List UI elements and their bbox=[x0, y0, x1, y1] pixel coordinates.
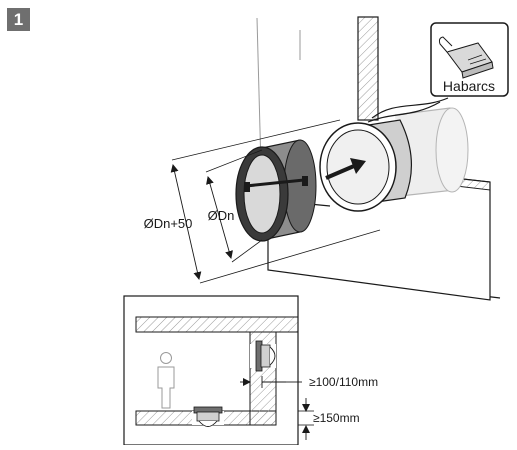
tube-of-plaster-icon bbox=[438, 36, 494, 79]
airflow-arrow-icon bbox=[325, 158, 366, 180]
outer-diameter-label: ØDn+50 bbox=[144, 216, 193, 231]
plaster-callout bbox=[367, 22, 509, 123]
floor-distance-label: ≥150mm bbox=[313, 411, 360, 425]
callout-label: Habarcs bbox=[443, 78, 495, 94]
inner-diameter-label: ØDn bbox=[208, 208, 235, 223]
person-icon bbox=[157, 352, 175, 409]
wall-distance-label: ≥100/110mm bbox=[309, 375, 378, 389]
damper bbox=[235, 139, 317, 242]
inset-dimensions bbox=[240, 376, 314, 440]
dimension-lines bbox=[170, 119, 381, 284]
step-number-badge: 1 bbox=[7, 8, 30, 31]
section-inset bbox=[123, 295, 299, 446]
